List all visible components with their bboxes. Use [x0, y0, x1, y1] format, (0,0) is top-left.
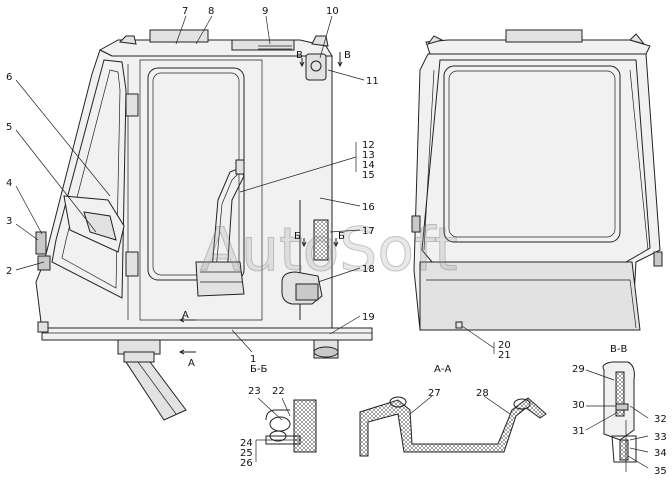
callout-21: 21	[498, 350, 511, 361]
callout-8: 8	[208, 6, 214, 17]
cut-v-left: В	[296, 50, 303, 61]
front-lamp-upper	[35, 231, 47, 255]
callout-3: 3	[6, 216, 12, 227]
callout-labels: 7 8 9 10 11 6 5 4 3 2 12 13 14 15 16 17 …	[6, 6, 667, 477]
callout-13: 13	[362, 150, 375, 161]
step-block	[195, 261, 245, 297]
callout-23: 23	[248, 386, 261, 397]
cut-a-bottom: А	[188, 358, 195, 369]
callout-12: 12	[362, 140, 375, 151]
section-b-b-title: Б-Б	[250, 364, 267, 375]
callout-11: 11	[366, 76, 379, 87]
callout-16: 16	[362, 202, 375, 213]
callout-28: 28	[476, 388, 489, 399]
callout-18: 18	[362, 264, 375, 275]
aa-profile	[359, 397, 547, 457]
callout-6: 6	[6, 72, 12, 83]
section-a-a	[359, 396, 547, 457]
exhaust-pipe	[125, 361, 187, 421]
cut-b-right: Б	[338, 231, 345, 242]
callout-9: 9	[262, 6, 268, 17]
cut-v-right: В	[344, 50, 351, 61]
leader-lines	[15, 15, 649, 469]
section-v-v-title: В-В	[610, 344, 627, 355]
callout-26: 26	[240, 458, 253, 469]
callout-15: 15	[362, 170, 375, 181]
callout-4: 4	[6, 178, 12, 189]
mirror-bracket	[305, 53, 327, 81]
section-b-b	[256, 399, 317, 453]
callout-34: 34	[654, 448, 667, 459]
watermark: AutoSoft	[200, 215, 458, 285]
hinge-lower	[125, 251, 139, 277]
roof-light	[231, 39, 295, 51]
callout-22: 22	[272, 386, 285, 397]
cab-floor	[41, 327, 373, 341]
callout-10: 10	[326, 6, 339, 17]
callout-25: 25	[240, 448, 253, 459]
cut-a-top: А	[182, 310, 189, 321]
front-lamp-lower	[37, 255, 51, 271]
callout-14: 14	[362, 160, 375, 171]
callout-32: 32	[654, 414, 667, 425]
callout-19: 19	[362, 312, 375, 323]
section-a-a-title: А-А	[434, 364, 451, 375]
front-windshield	[443, 65, 621, 243]
callout-31: 31	[572, 426, 585, 437]
callout-2: 2	[6, 266, 12, 277]
callout-30: 30	[572, 400, 585, 411]
callout-24: 24	[240, 438, 253, 449]
cut-b-left: Б	[294, 231, 301, 242]
callout-5: 5	[6, 122, 12, 133]
section-v-v	[602, 361, 637, 472]
callout-7: 7	[182, 6, 188, 17]
callout-27: 27	[428, 388, 441, 399]
callout-1: 1	[250, 354, 256, 365]
callout-35: 35	[654, 466, 667, 477]
hinge-upper	[125, 93, 139, 117]
callout-17: 17	[362, 226, 375, 237]
callout-20: 20	[498, 340, 511, 351]
front-pillar	[51, 59, 127, 299]
front-view	[411, 29, 663, 331]
rear-seal-section	[313, 219, 329, 261]
callout-33: 33	[654, 432, 667, 443]
section-markers: А А Б Б В В Б-Б А-А В-В	[178, 50, 627, 375]
callout-29: 29	[572, 364, 585, 375]
front-floor-tray	[419, 261, 641, 331]
